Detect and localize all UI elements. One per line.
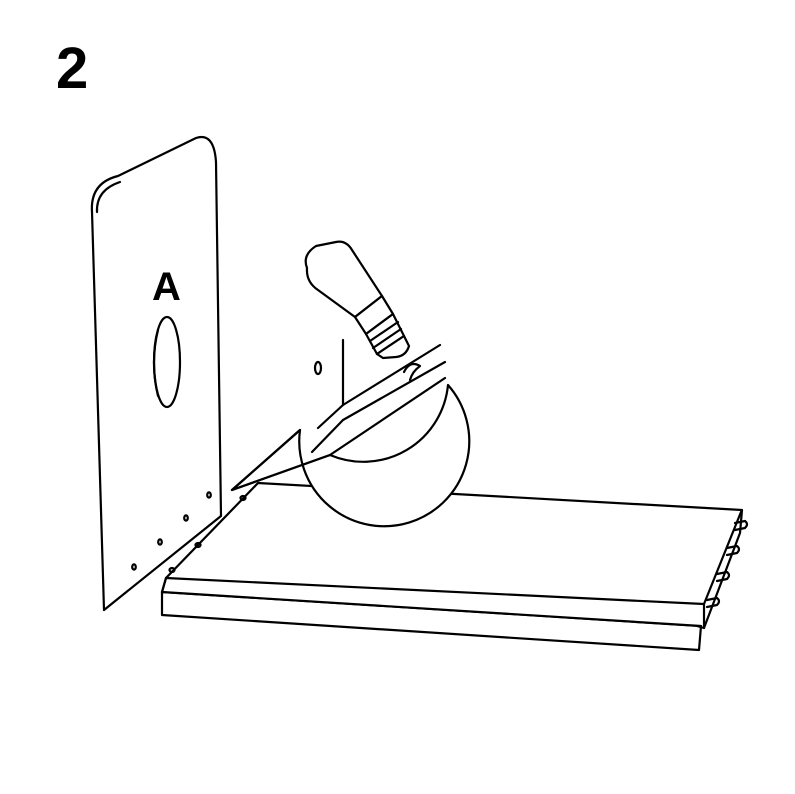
dowel-hole <box>206 491 212 499</box>
magnifier-callout <box>230 338 471 528</box>
panel-label-a: A <box>152 265 181 309</box>
side-panel-a <box>90 135 223 612</box>
dowel-hole <box>131 563 137 571</box>
dowel-pins <box>705 519 749 609</box>
glue-bottle-icon <box>304 240 411 360</box>
bottom-board <box>160 481 749 652</box>
dowel-hole <box>157 538 163 546</box>
dowel-hole <box>183 514 189 522</box>
step-number: 2 <box>56 36 89 101</box>
